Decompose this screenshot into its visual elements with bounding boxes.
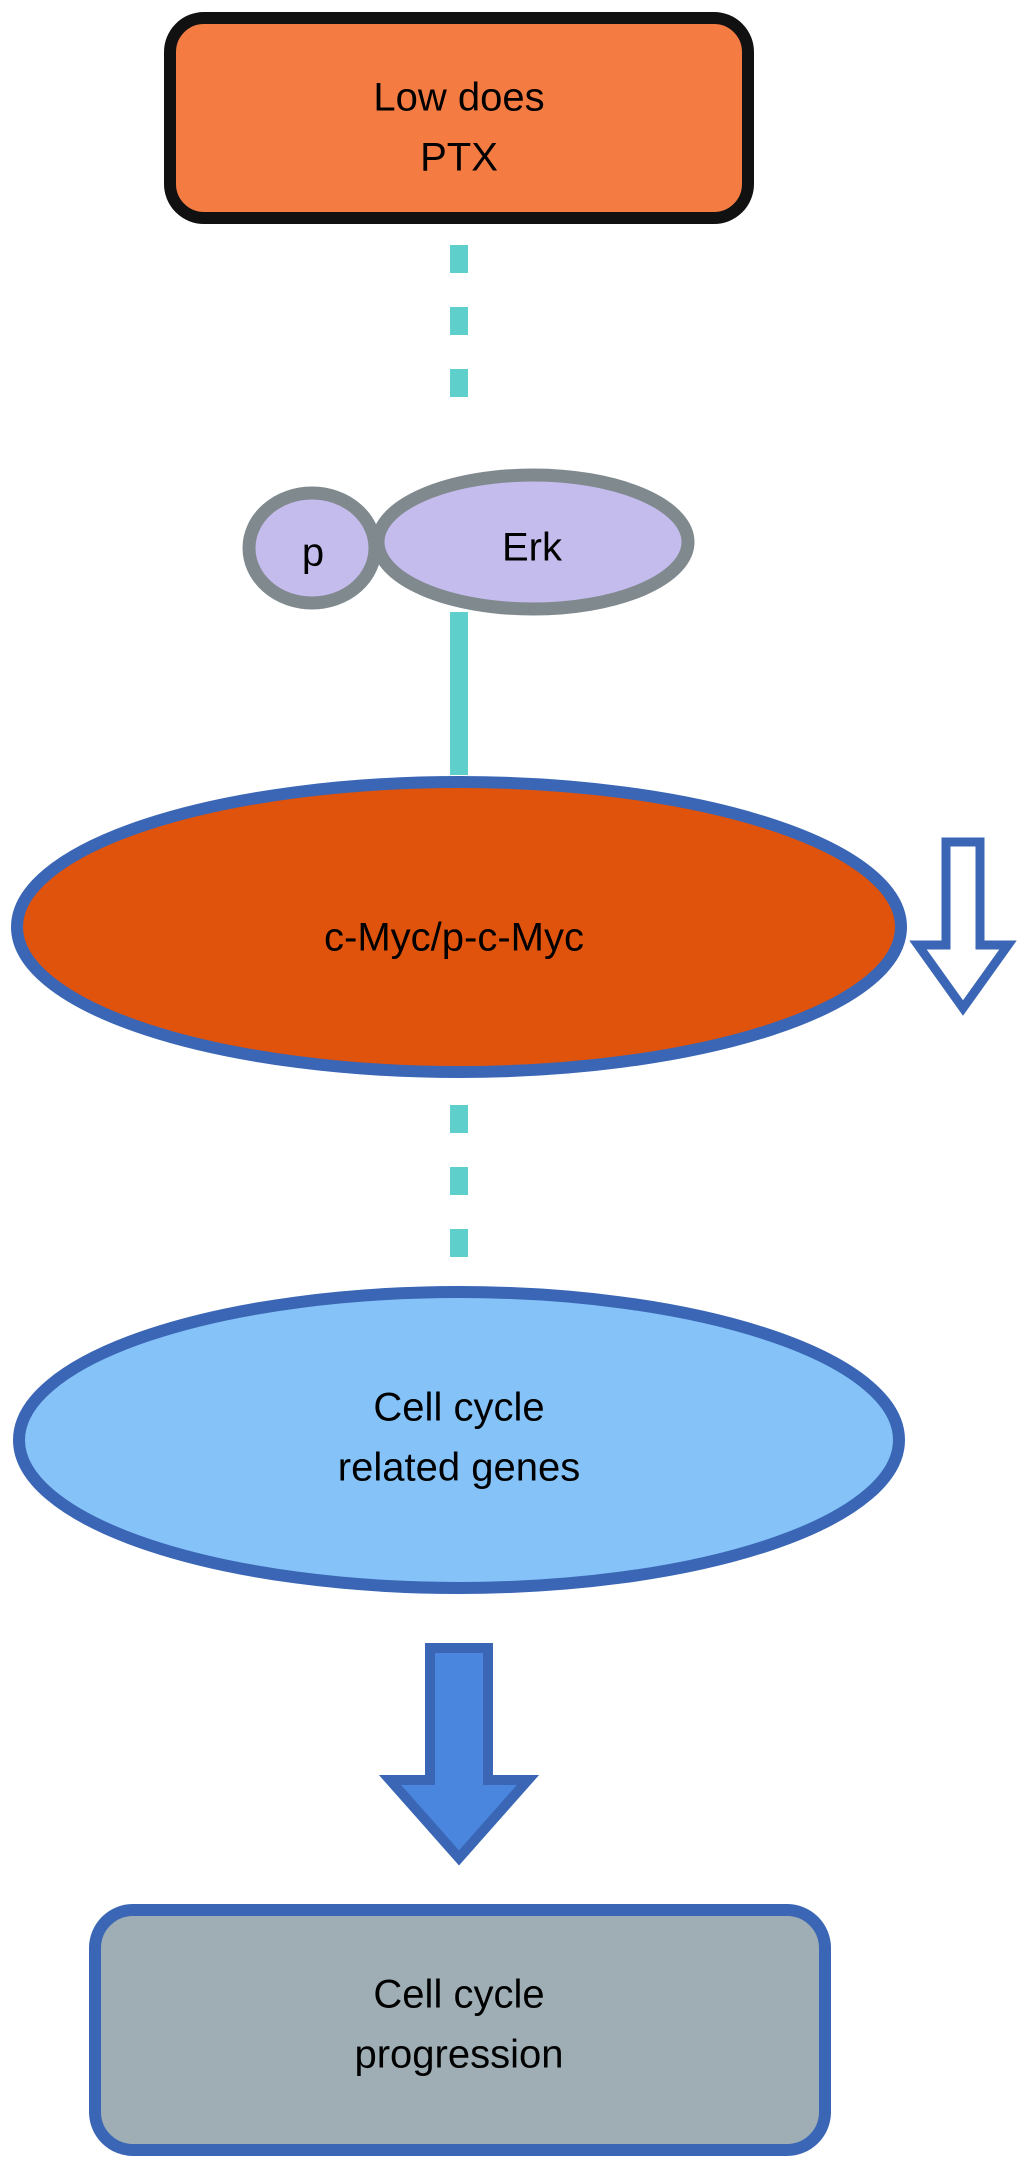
low-dose-ptx-node: Low does PTX (164, 12, 754, 224)
low-dose-ptx-box (164, 12, 754, 224)
low-dose-ptx-label-line1: Low does (373, 76, 544, 120)
cell-cycle-genes-label-line1: Cell cycle (373, 1386, 544, 1430)
c-myc-ellipse (11, 776, 907, 1078)
erk-label: Erk (502, 526, 563, 570)
cell-cycle-genes-node: Cell cycle related genes (13, 1286, 905, 1594)
erk-node (371, 468, 695, 616)
downregulation-arrow-icon (909, 837, 1017, 1016)
cell-cycle-genes-ellipse (13, 1286, 905, 1594)
cell-cycle-progression-label-line1: Cell cycle (373, 1973, 544, 2017)
low-dose-ptx-label-line2: PTX (420, 136, 498, 180)
p-label: p (302, 531, 324, 575)
cell-cycle-progression-node: Cell cycle progression (89, 1904, 831, 2156)
cell-cycle-progression-box (89, 1904, 831, 2156)
p-erk-complex: p Erk (242, 468, 695, 616)
cell-cycle-genes-label-line2: related genes (338, 1446, 580, 1490)
c-myc-node: c-Myc/p-c-Myc (11, 776, 907, 1078)
c-myc-label: c-Myc/p-c-Myc (324, 916, 584, 960)
cell-cycle-progression-label-line2: progression (354, 2033, 563, 2077)
block-down-arrow-icon (378, 1643, 540, 1866)
